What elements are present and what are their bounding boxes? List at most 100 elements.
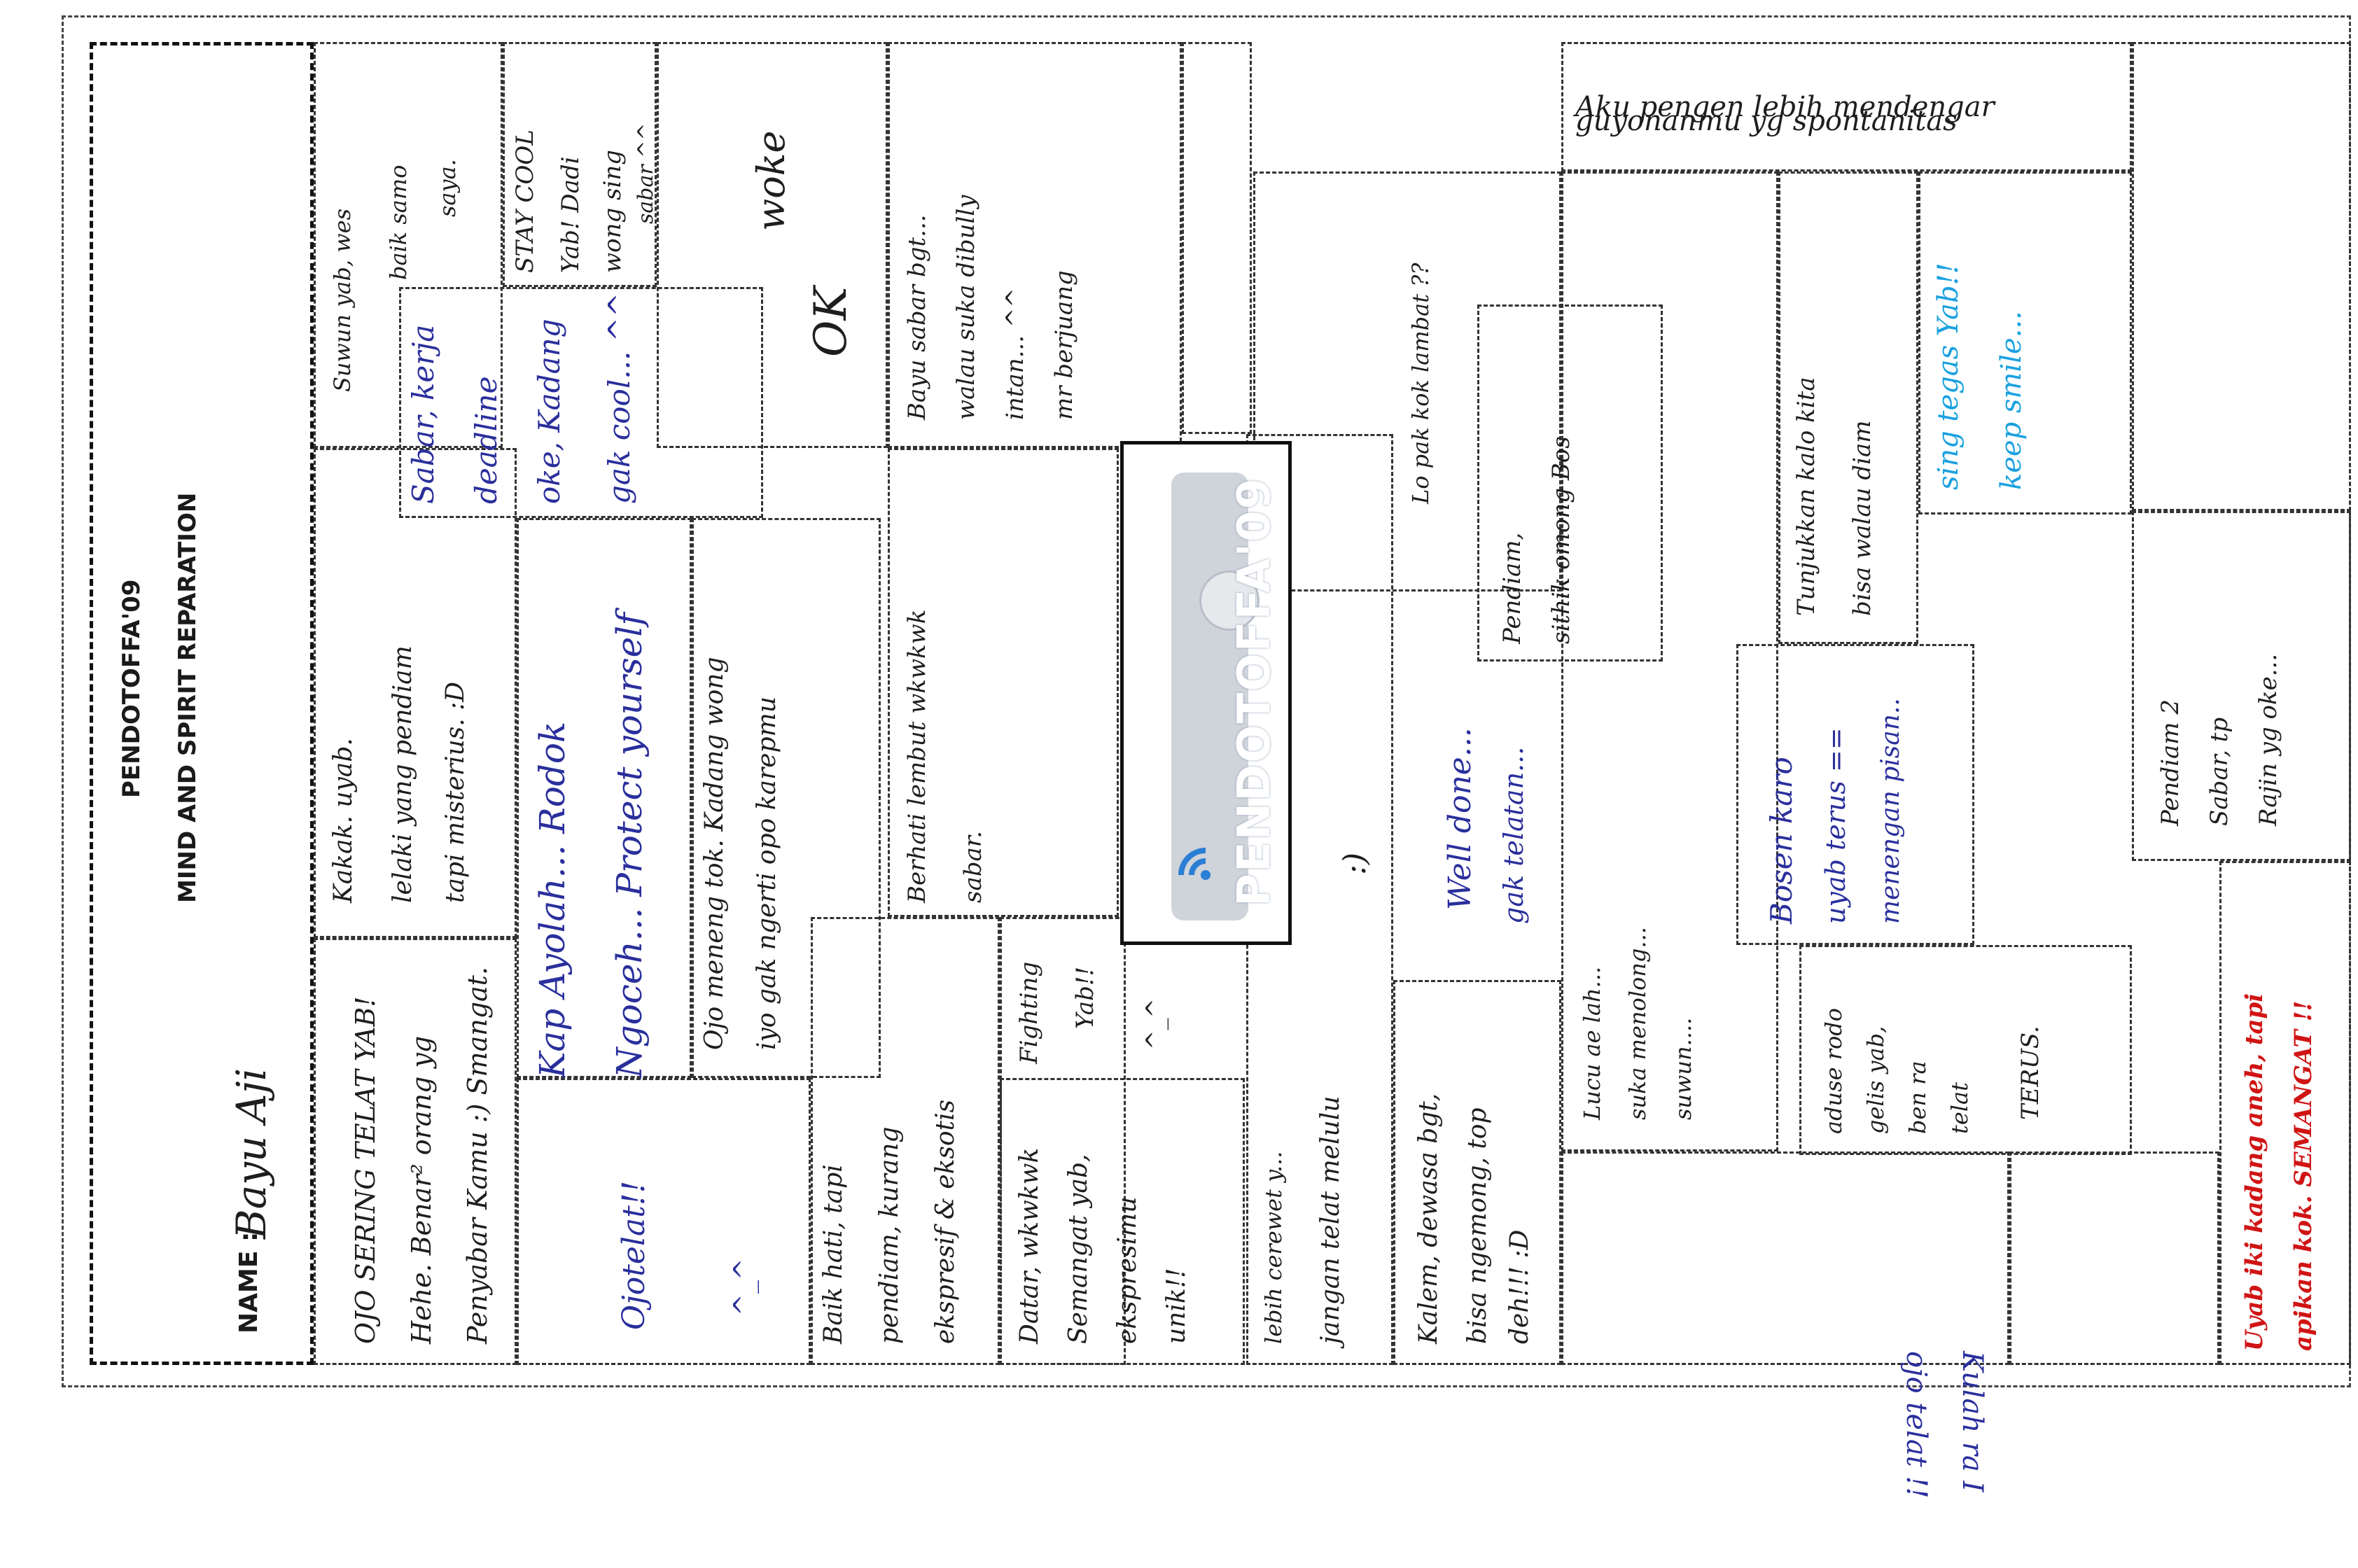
- note-text: tapi misterius. :D: [441, 681, 470, 903]
- note-text: sabar.: [959, 830, 987, 903]
- note-cell: [1253, 172, 1561, 592]
- note-text: telat: [1946, 1082, 1973, 1134]
- note-text: ^_^: [728, 1258, 759, 1316]
- logo: PENDOTOFFA'09: [1120, 441, 1292, 945]
- note-text: iyo gak ngerti opo karepmu: [753, 696, 781, 1050]
- note-text: ojo telat !!: [1900, 1351, 1932, 1499]
- note-text: saya.: [434, 159, 461, 217]
- note-text: ben ra: [1904, 1060, 1931, 1134]
- note-text: guyonanmu yg spontanitas: [1575, 105, 1958, 137]
- note-cell: [692, 518, 881, 1078]
- note-text: Kulah ra I: [1956, 1351, 1988, 1492]
- logo-text: PENDOTOFFA'09: [1229, 476, 1281, 906]
- note-text: gak telatan...: [1498, 746, 1529, 924]
- note-text: deadline: [469, 376, 503, 504]
- note-text: unik!!: [1162, 1268, 1191, 1344]
- note-text: Sabar, tp: [2205, 717, 2233, 826]
- note-text: Pendiam,: [1498, 532, 1526, 644]
- note-text: jangan telat melulu: [1316, 1096, 1345, 1344]
- note-cell: [517, 1078, 811, 1365]
- note-cell: [1182, 42, 1252, 434]
- note-text: Yab!!: [1071, 966, 1099, 1029]
- note-text: Penyabar Kamu :) Smangat.: [462, 966, 493, 1344]
- note-text: uyab terus ==: [1820, 727, 1851, 924]
- note-text: suka menolong...: [1624, 927, 1651, 1120]
- note-text: Kap Ayolah... Rodok: [532, 721, 573, 1078]
- name-value: Bayu Aji: [228, 1068, 275, 1239]
- note-text: Lucu ae lah...: [1579, 966, 1605, 1120]
- note-text: lelaki yang pendiam: [389, 645, 417, 903]
- note-cell: [1918, 172, 2132, 514]
- note-text: baik samo: [385, 164, 412, 280]
- note-text: bisa ngemong, top: [1463, 1107, 1492, 1344]
- note-text: sing tegas Yab!!: [1932, 262, 1965, 490]
- note-cell: [314, 448, 517, 938]
- note-cell: [1561, 172, 1778, 1152]
- note-text: sabar ^^: [634, 122, 658, 224]
- note-cell: [503, 42, 657, 287]
- note-text: menengan pisan..: [1876, 698, 1905, 924]
- note-text: OK: [805, 286, 857, 357]
- note-cell: [888, 448, 1119, 917]
- note-text: keep smile...: [1995, 311, 2028, 490]
- note-cell: [314, 42, 503, 448]
- note-text: Berhati lembut wkwkwk: [903, 609, 931, 903]
- note-text: TERUS.: [2016, 1026, 2044, 1120]
- note-cell: [1561, 1152, 2009, 1365]
- note-text: Datar, wkwkwk: [1015, 1147, 1044, 1344]
- note-text: Aku pengen lebih mendengar: [1575, 91, 1995, 123]
- note-text: Uyab iki kadang aneh, tapi: [2240, 993, 2268, 1351]
- note-text: Well done...: [1442, 727, 1478, 910]
- note-cell: [1393, 980, 1561, 1365]
- note-text: apikan kok. SEMANGAT !!: [2289, 1000, 2317, 1351]
- note-text: bisa walau diam: [1848, 420, 1876, 616]
- note-cell: [1736, 644, 1974, 945]
- note-text: Yab! Dadi: [557, 156, 585, 273]
- note-cell: [2132, 511, 2351, 861]
- note-cell: [399, 287, 763, 518]
- note-text: ^_^: [1141, 998, 1169, 1050]
- note-cell: [811, 917, 1000, 1365]
- note-text: Pendiam 2: [2156, 699, 2184, 826]
- note-text: ekspresimu: [1113, 1196, 1142, 1344]
- note-cell: [1000, 1078, 1245, 1365]
- note-text: Semangat yab,: [1064, 1154, 1093, 1344]
- note-cell: [314, 938, 517, 1365]
- note-text: Ngoceh... Protect yourself: [609, 612, 650, 1078]
- note-text: aduse rodo: [1820, 1007, 1847, 1134]
- note-text: :): [1337, 853, 1373, 875]
- note-text: woke: [749, 130, 793, 231]
- page-title: PENDOTOFFA'09: [118, 579, 146, 798]
- note-text: STAY COOL: [511, 130, 539, 273]
- note-text: Hehe. Benar² orang yg: [406, 1035, 437, 1344]
- note-text: pendiam, kurang: [875, 1126, 904, 1344]
- note-text: Baik hati, tapi: [819, 1164, 848, 1344]
- note-cell: [1778, 172, 1918, 644]
- note-text: lebih cerewet y...: [1260, 1151, 1287, 1344]
- note-text: wong sing: [599, 149, 627, 273]
- note-text: Suwun yab, wes: [329, 208, 356, 392]
- note-cell: [1561, 42, 2132, 172]
- logo-badge: [1171, 472, 1260, 920]
- note-text: gelis yab,: [1862, 1026, 1889, 1134]
- header-block: [90, 42, 314, 1365]
- logo-dot-icon: [1199, 570, 1260, 631]
- note-text: Kakak. uyab.: [329, 738, 358, 903]
- note-text: suwun....: [1670, 1017, 1696, 1120]
- note-text: Bosen karo: [1764, 757, 1799, 924]
- note-text: Rajin yg oke...: [2254, 653, 2282, 826]
- name-label: NAME :: [235, 1231, 263, 1334]
- note-text: ekspresif & eksotis: [931, 1099, 960, 1344]
- note-text: oke, Kadang: [532, 318, 566, 504]
- note-cell: [517, 518, 692, 1078]
- note-text: Bayu sabar bgt...: [903, 214, 931, 420]
- note-text: Sabar, kerja: [406, 324, 440, 504]
- note-cell: [2009, 1152, 2219, 1365]
- note-cell: [1477, 304, 1663, 662]
- note-text: mr berjuang: [1050, 270, 1078, 420]
- page-subtitle: MIND AND SPIRIT REPARATION: [174, 492, 202, 903]
- note-cell: [1799, 945, 2132, 1155]
- note-text: Kalem, dewasa bgt,: [1414, 1093, 1443, 1344]
- note-text: walau suka dibully: [952, 195, 980, 420]
- note-cell: [2219, 861, 2351, 1365]
